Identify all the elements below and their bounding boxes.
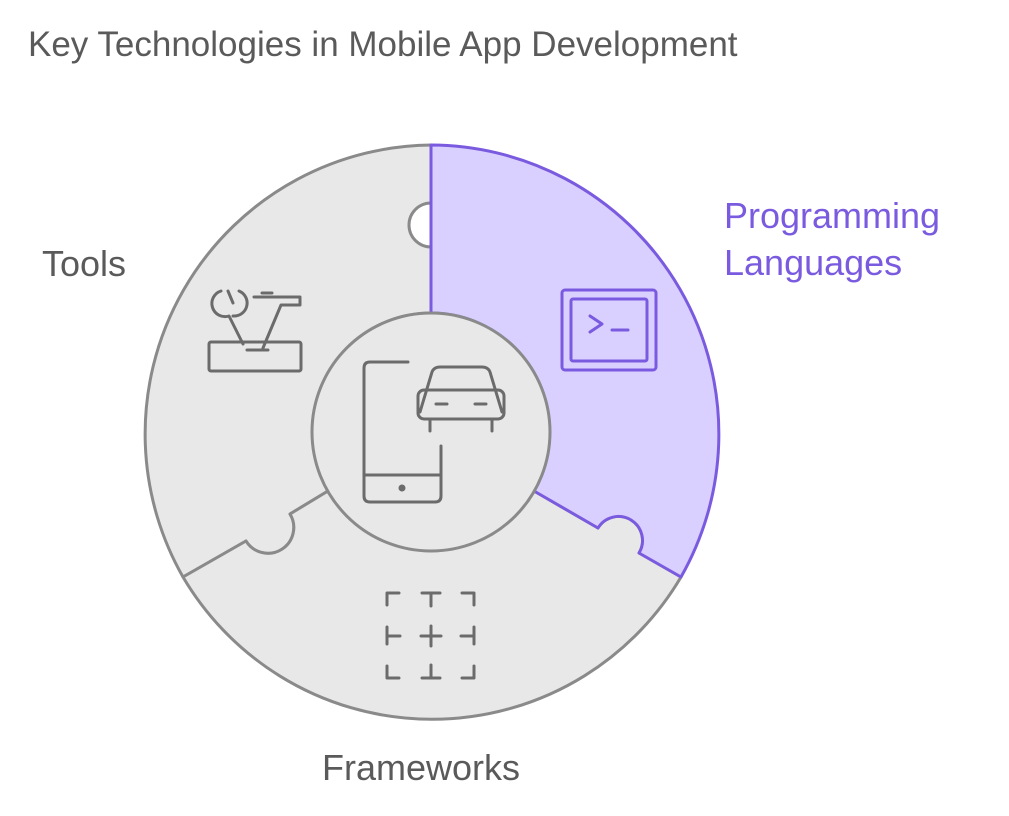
programming-languages-label-line1: Programming bbox=[724, 195, 941, 236]
terminal-icon bbox=[560, 288, 658, 372]
toolbox-icon bbox=[207, 289, 303, 373]
programming-languages-label-line2: Languages bbox=[724, 241, 903, 283]
frameworks-label: Frameworks bbox=[322, 747, 521, 788]
mobile-app-icon bbox=[362, 360, 506, 504]
tools-label: Tools bbox=[42, 243, 127, 284]
programming-languages-label: Programming Languages bbox=[724, 193, 940, 287]
page-title: Key Technologies in Mobile App Developme… bbox=[28, 25, 738, 64]
framework-grid-icon bbox=[385, 591, 476, 680]
